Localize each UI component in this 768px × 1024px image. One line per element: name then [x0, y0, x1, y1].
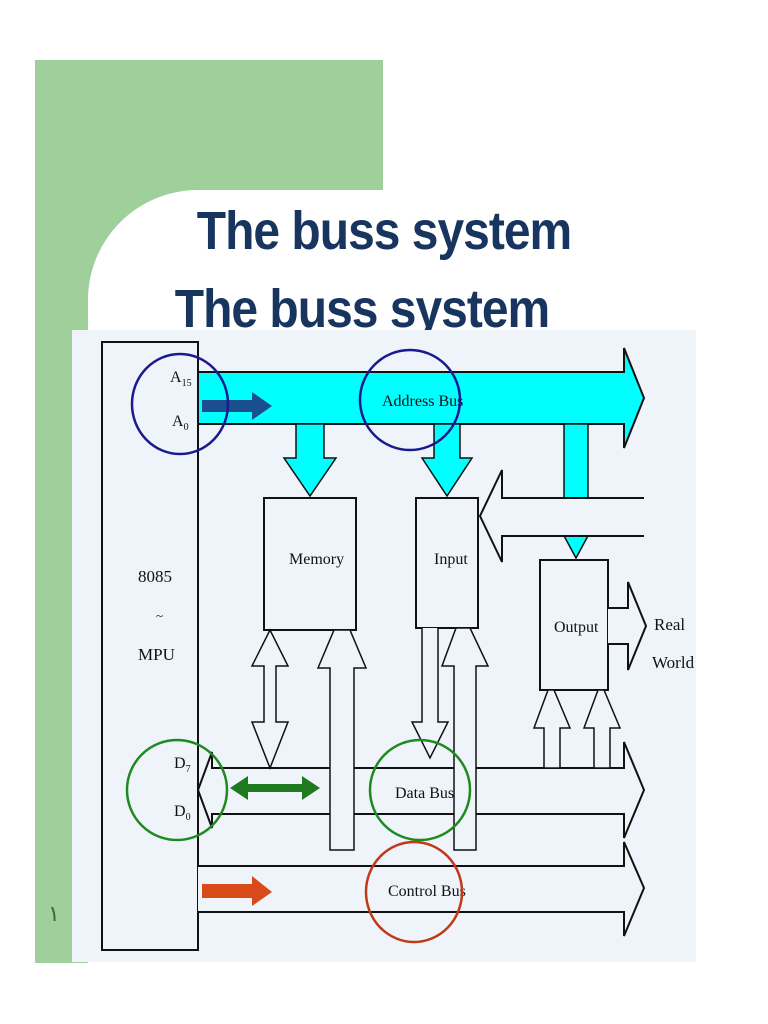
addr-pin-a0: A0 — [172, 413, 189, 433]
address-direction-arrow — [202, 392, 272, 420]
input-control-arrow — [440, 627, 490, 851]
memory-label: Memory — [289, 551, 344, 568]
output-control-arrow — [582, 689, 622, 769]
memory-data-bidirectional-arrow — [250, 628, 290, 771]
data-pin-d7: D7 — [174, 755, 191, 775]
addr-pin-a15: A15 — [170, 369, 192, 389]
data-pin-d0: D0 — [174, 803, 191, 823]
address-bus-label: Address Bus — [382, 393, 463, 410]
control-direction-arrow — [202, 876, 272, 906]
data-pins-highlight-circle — [125, 738, 229, 842]
slide-title-duplicate: The buss system — [174, 279, 550, 340]
real-world-label-1: Real — [654, 615, 685, 634]
input-to-data-arrow — [410, 628, 450, 760]
memory-block — [263, 497, 357, 631]
data-to-output-arrow — [532, 689, 572, 769]
data-bidirectional-arrow — [230, 776, 320, 800]
input-block — [415, 497, 479, 629]
memory-control-arrow — [316, 629, 368, 851]
address-pins-highlight-circle — [130, 352, 230, 456]
control-bus-label: Control Bus — [388, 883, 466, 900]
mpu-tick: ~ — [156, 608, 163, 623]
input-label: Input — [434, 551, 468, 568]
mpu-label-8085: 8085 — [138, 567, 172, 586]
output-to-real-world-arrow — [608, 581, 648, 671]
control-bus-highlight-circle — [364, 840, 464, 944]
address-to-memory-arrow — [282, 423, 338, 498]
real-world-label-2: World — [652, 653, 695, 672]
data-bus-label: Data Bus — [395, 785, 454, 802]
bus-system-diagram: 8085 ~ MPU Memory Input Output Real Worl… — [72, 330, 696, 962]
mpu-label-mpu: MPU — [138, 645, 175, 664]
page-number: ١ — [48, 902, 60, 927]
slide-title: The buss system — [196, 201, 572, 262]
control-bus-arrow — [198, 841, 646, 937]
address-bus-highlight-circle — [358, 348, 462, 452]
address-bus-arrow — [197, 347, 646, 449]
data-bus-arrow — [196, 741, 646, 839]
address-to-input-arrow — [420, 423, 474, 498]
output-block — [539, 559, 609, 691]
data-bus-highlight-circle — [368, 738, 472, 842]
output-label: Output — [554, 619, 599, 636]
real-world-input-arrow — [478, 469, 644, 563]
